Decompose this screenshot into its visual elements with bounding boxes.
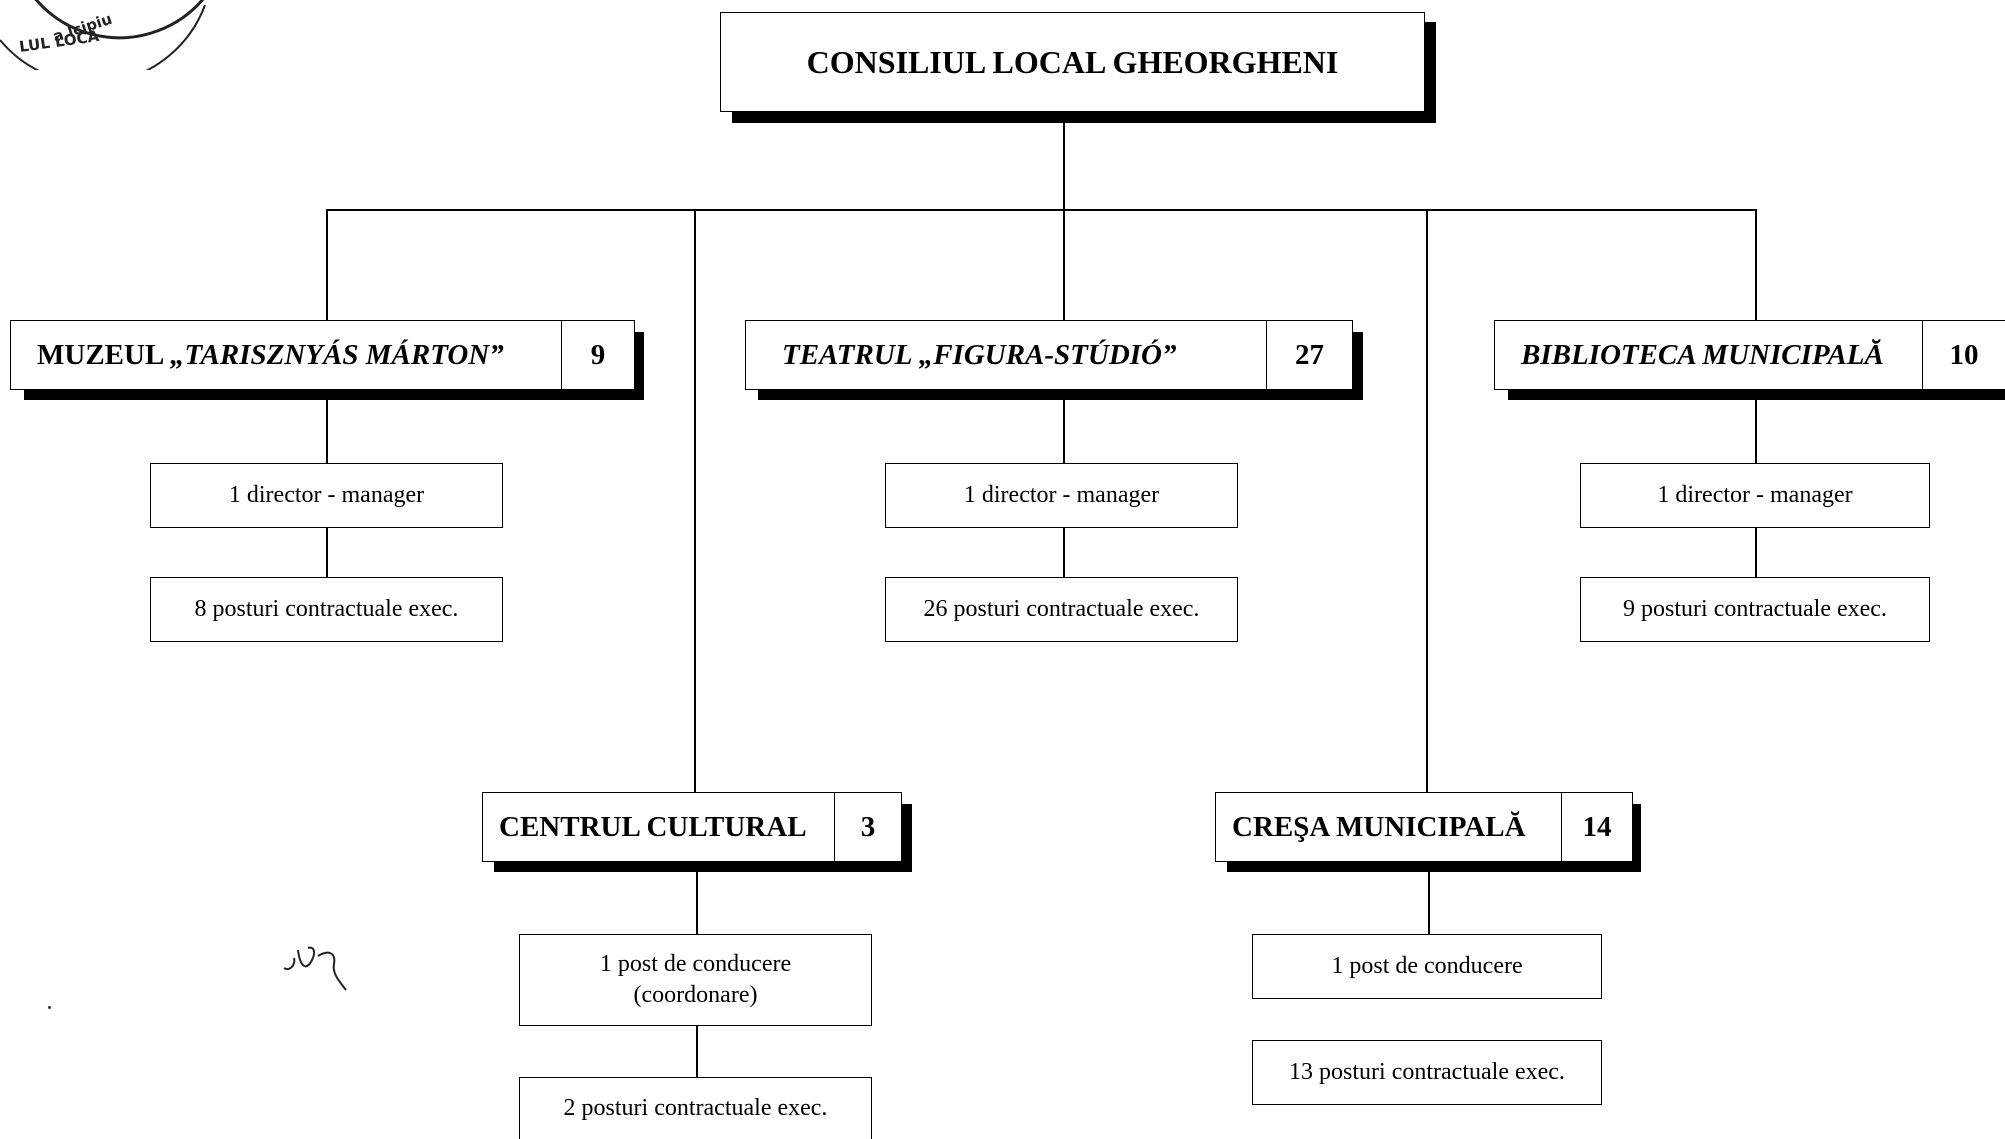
official-stamp: a lcipiu LUL LOCA <box>0 0 206 70</box>
stray-mark <box>48 1006 51 1009</box>
connector-muzeu <box>326 209 328 322</box>
handwritten-initials <box>283 946 347 991</box>
connector-teatru <box>1063 209 1065 322</box>
unit-name-muzeu: MUZEUL „TARISZNYÁS MÁRTON” <box>37 338 504 371</box>
role-box-muzeu-director: 1 director - manager <box>150 463 503 528</box>
connector-biblioteca <box>1755 209 1757 322</box>
unit-box-muzeu: MUZEUL „TARISZNYÁS MÁRTON” 9 <box>10 320 635 390</box>
connector-main-bus <box>326 209 1756 211</box>
unit-box-cresa: CREŞA MUNICIPALĂ 14 <box>1215 792 1633 862</box>
unit-name-cresa: CREŞA MUNICIPALĂ <box>1232 810 1526 843</box>
connector-centru <box>694 209 696 793</box>
role-box-muzeu-staff: 8 posturi contractuale exec. <box>150 577 503 642</box>
role-box-centru-lead: 1 post de conducere (coordonare) <box>519 934 872 1026</box>
role-box-centru-staff: 2 posturi contractuale exec. <box>519 1077 872 1139</box>
role-box-teatru-director: 1 director - manager <box>885 463 1238 528</box>
connector-cresa <box>1426 209 1428 793</box>
role-box-cresa-staff: 13 posturi contractuale exec. <box>1252 1040 1602 1105</box>
unit-count-centru: 3 <box>834 793 901 861</box>
unit-box-teatru: TEATRUL „FIGURA-STÚDIÓ” 27 <box>745 320 1353 390</box>
unit-box-centru: CENTRUL CULTURAL 3 <box>482 792 902 862</box>
council-title: CONSILIUL LOCAL GHEORGHENI <box>806 43 1339 80</box>
unit-count-cresa: 14 <box>1561 793 1632 861</box>
unit-count-biblioteca: 10 <box>1922 321 2005 389</box>
role-box-biblioteca-staff: 9 posturi contractuale exec. <box>1580 577 1930 642</box>
role-box-teatru-staff: 26 posturi contractuale exec. <box>885 577 1238 642</box>
unit-count-muzeu: 9 <box>561 321 634 389</box>
unit-count-teatru: 27 <box>1266 321 1352 389</box>
unit-box-biblioteca: BIBLIOTECA MUNICIPALĂ 10 <box>1494 320 2005 390</box>
unit-name-biblioteca: BIBLIOTECA MUNICIPALĂ <box>1521 338 1884 371</box>
connector-trunk <box>1063 112 1065 211</box>
unit-name-teatru: TEATRUL „FIGURA-STÚDIÓ” <box>782 338 1177 371</box>
council-box: CONSILIUL LOCAL GHEORGHENI <box>720 12 1425 112</box>
unit-name-centru: CENTRUL CULTURAL <box>499 810 807 843</box>
role-box-cresa-lead: 1 post de conducere <box>1252 934 1602 999</box>
role-box-biblioteca-director: 1 director - manager <box>1580 463 1930 528</box>
